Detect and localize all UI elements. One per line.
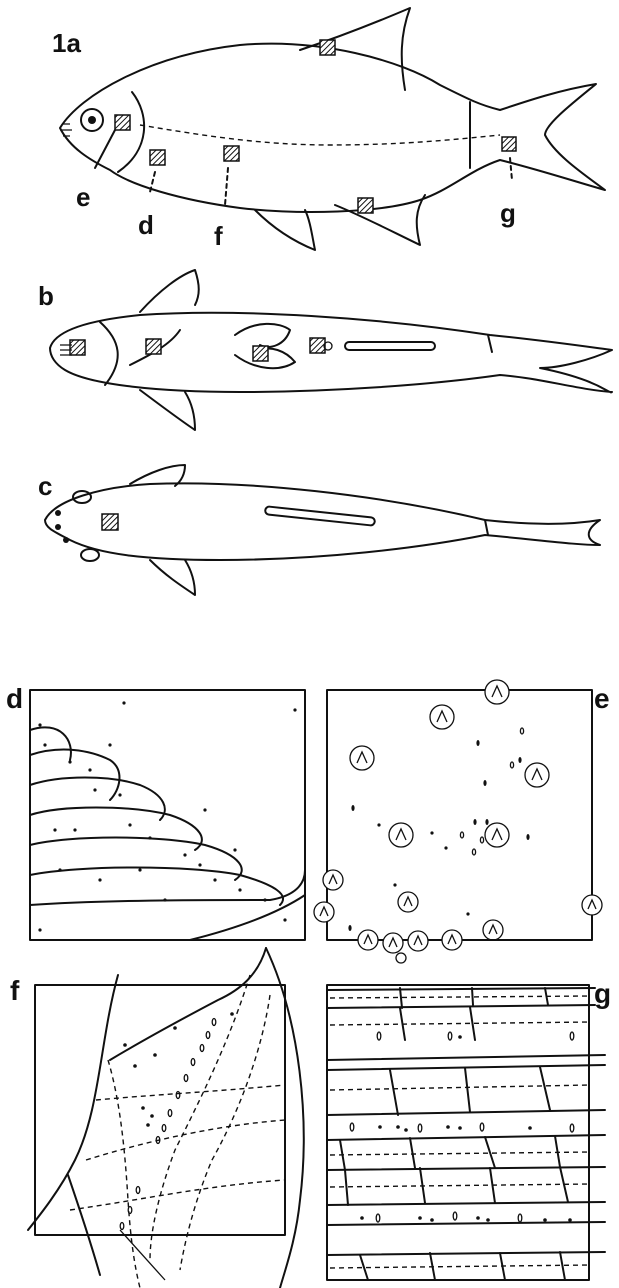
panel-a-label: 1a [52,28,81,58]
panel-e-label: e [594,683,610,714]
sample-square-g [502,137,516,151]
panel-b-ventral-fish: b [38,270,612,430]
panel-a-lateral-fish: 1a e d f g [52,8,605,251]
caudal-pores [350,1032,574,1222]
callout-line-g [510,158,512,180]
ventral-gill-line [100,322,118,385]
dorsal-view-sample-head [102,514,118,530]
panel-d-scales: d [6,683,305,940]
panel-e-pores [348,728,529,931]
panel-f-fin-sample: f [10,948,304,1288]
ventral-sample-pelvic [253,346,268,361]
neuromast-circles [314,680,602,963]
operculum [118,92,144,172]
panel-c-label: c [38,471,52,501]
scale-rows [30,727,305,940]
sample-square-dorsal [320,40,335,55]
pelvic-fin [255,210,315,250]
panel-g-label: g [594,978,611,1009]
callout-line-f [225,168,228,205]
ventral-anal-fin [345,342,435,350]
lateral-line [140,125,500,145]
sample-square-anal [358,198,373,213]
callout-d: d [138,210,154,240]
fin-inner-left [110,948,266,1060]
sample-square-d [150,150,165,165]
panel-e-frame [327,690,592,940]
panel-b-label: b [38,281,54,311]
dorsal-view-fin-bottom [150,560,195,595]
dorsal-body-outline [45,483,600,560]
callout-line-e [95,130,115,168]
callout-e: e [76,182,90,212]
ventral-body-outline [50,313,612,393]
pelvic-fin-top [235,324,290,347]
sample-square-e [115,115,130,130]
ventral-sample-head [70,340,85,355]
panel-f-label: f [10,975,20,1006]
panel-g-caudal-sample: g [327,978,611,1280]
ventral-pectoral-fin-bottom [140,390,195,430]
dorsal-view-dorsal-fin [265,506,375,525]
sample-square-f [224,146,239,161]
fin-ray-segments [327,988,605,1280]
panel-g-frame [327,985,589,1280]
ventral-pectoral-fin-top [140,270,199,312]
callout-g: g [500,198,516,228]
fish-body-outline [60,44,605,212]
dorsal-view-eye-right [81,549,99,561]
callout-f: f [214,221,223,251]
dorsal-fin [300,8,410,90]
ventral-sample-belly [310,338,325,353]
ventral-sample-chest [146,339,161,354]
panel-f-frame [35,985,285,1235]
panel-d-label: d [6,683,23,714]
scale-pores [38,701,296,931]
panel-e-neuromasts: e [314,680,610,963]
panel-c-dorsal-fish: c [38,465,600,595]
